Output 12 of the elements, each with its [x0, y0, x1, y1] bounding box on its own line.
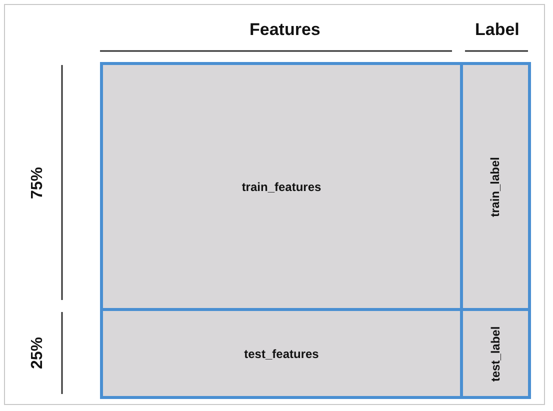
cell-label: test_label [488, 326, 502, 382]
data-block [460, 308, 531, 399]
cell-label: train_features [242, 180, 322, 194]
column-header: Features [250, 20, 320, 40]
data-block [100, 62, 463, 311]
split-percentage: 75% [29, 166, 48, 200]
data-block [100, 308, 463, 399]
cell-label: train_label [488, 156, 502, 217]
cell-label: test_features [244, 346, 319, 360]
split-percentage: 25% [29, 336, 48, 370]
data-block [460, 62, 531, 311]
column-header: Label [475, 20, 520, 40]
